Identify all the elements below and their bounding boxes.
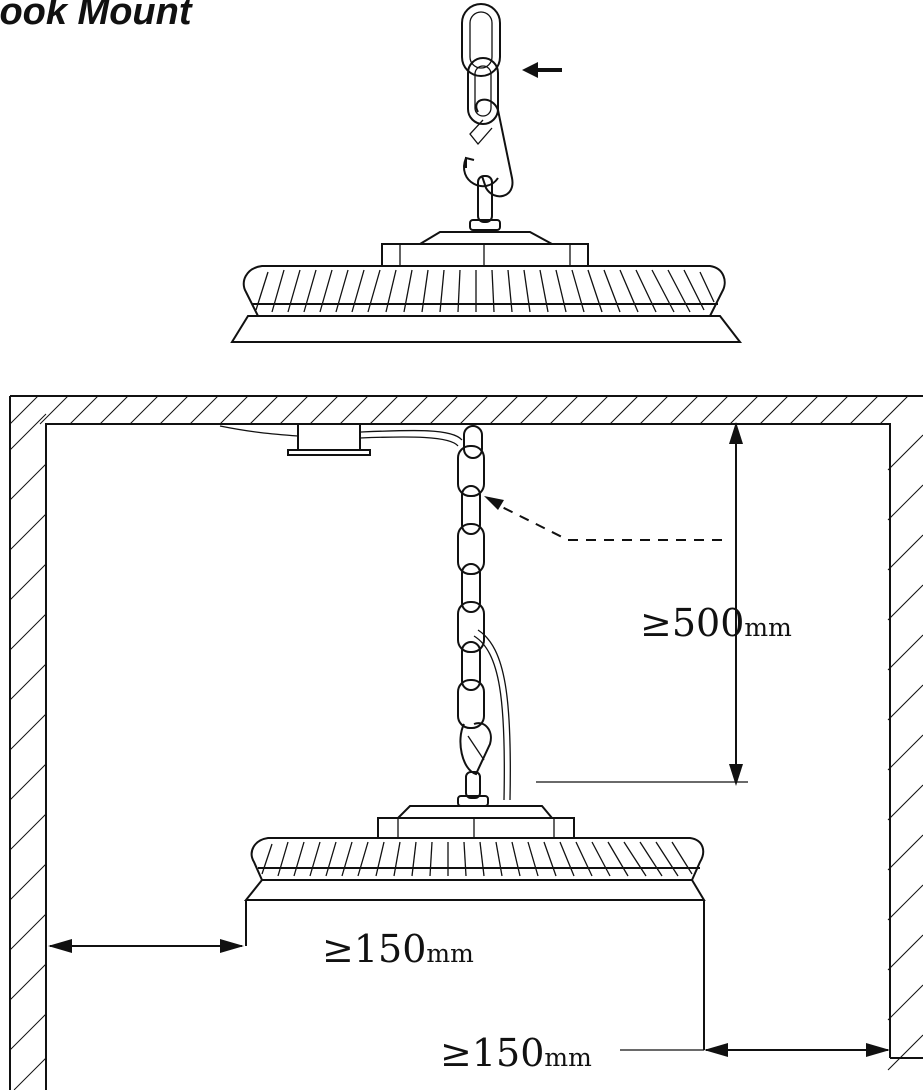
pointer-arrow-icon [522,62,562,78]
vertical-clearance-value: 500 [672,601,745,645]
chain-icon [457,425,485,729]
right-clearance-unit: mm [544,1043,592,1072]
room-outline [9,395,923,1090]
svg-text:≥150mm: ≥150mm [322,927,474,971]
high-bay-lamp-icon [230,219,743,343]
left-clearance-value: 150 [354,927,427,971]
room-section [9,395,923,1090]
diagram-title: Hook Mount [0,0,193,33]
high-bay-lamp-icon [243,795,706,1050]
chain-leader [484,496,722,541]
ceiling-hatch [9,395,909,425]
junction-box-icon [219,423,463,456]
right-clearance-value: 150 [472,1031,545,1075]
hook-icon [459,722,492,799]
top-detail [230,3,743,343]
right-wall-hatch [887,434,923,1071]
power-cable [477,629,511,801]
left-wall-hatch [9,413,47,1090]
svg-text:≥500mm: ≥500mm [640,601,792,645]
vertical-clearance-dimension: ≥500mm [536,422,792,786]
hook-icon [463,98,514,223]
chain-icon [461,3,501,125]
left-clearance-unit: mm [426,939,474,968]
vertical-clearance-unit: mm [744,613,792,642]
svg-text:≥150mm: ≥150mm [440,1031,592,1075]
right-clearance-symbol: ≥ [440,1031,472,1075]
vertical-clearance-symbol: ≥ [640,601,672,645]
left-clearance-symbol: ≥ [322,927,354,971]
right-clearance-dimension: ≥150mm [440,1031,890,1075]
left-clearance-dimension: ≥150mm [48,927,474,971]
